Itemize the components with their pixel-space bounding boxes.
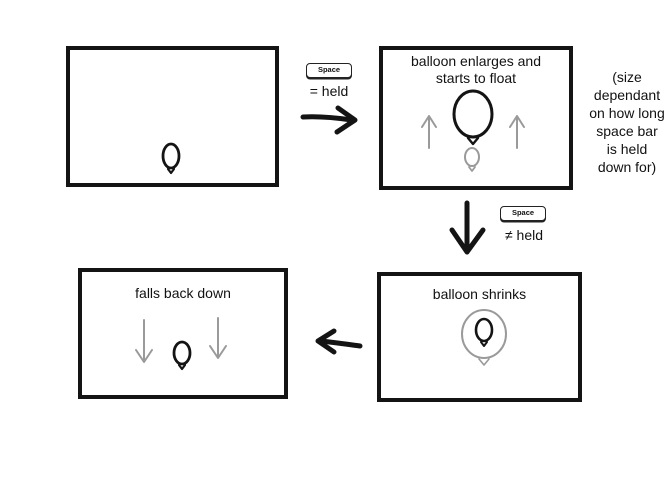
- arrow-left-icon: [315, 328, 363, 355]
- arrow-down-icon: [135, 319, 153, 363]
- held-label: = held: [309, 83, 349, 99]
- panel-fall-caption: falls back down: [135, 285, 231, 301]
- balloon-icon: [161, 142, 181, 175]
- panel-idle: [66, 46, 279, 187]
- shrinking-balloon-icon: [474, 317, 494, 347]
- faded-balloon-icon: [464, 147, 480, 172]
- not-held-label: ≠ held: [504, 227, 544, 243]
- panel-shrink-caption: balloon shrinks: [432, 286, 527, 302]
- size-note-line3: on how long: [589, 105, 665, 121]
- size-note-line5: is held: [606, 141, 648, 157]
- panel-float: [379, 46, 573, 190]
- size-note-line1: (size: [612, 69, 642, 85]
- panel-fall: [78, 268, 288, 399]
- size-note-line4: space bar: [596, 123, 658, 139]
- arrow-up-icon: [509, 115, 525, 149]
- arrow-down-icon: [449, 200, 486, 255]
- panel-shrink: [377, 272, 582, 402]
- space-key-held: Space: [306, 63, 352, 78]
- panel-float-caption-line2: starts to float: [435, 70, 517, 86]
- size-note-line2: dependant: [593, 87, 661, 103]
- arrow-down-icon: [209, 317, 227, 359]
- space-key-released: Space: [500, 206, 546, 221]
- shrink-halo-icon: [461, 309, 507, 366]
- size-note-line6: down for): [597, 159, 657, 175]
- arrow-up-icon: [421, 115, 437, 149]
- arrow-right-icon: [300, 105, 358, 135]
- falling-balloon-icon: [172, 340, 192, 371]
- panel-float-caption-line1: balloon enlarges and: [411, 53, 541, 69]
- enlarged-balloon-icon: [452, 89, 494, 146]
